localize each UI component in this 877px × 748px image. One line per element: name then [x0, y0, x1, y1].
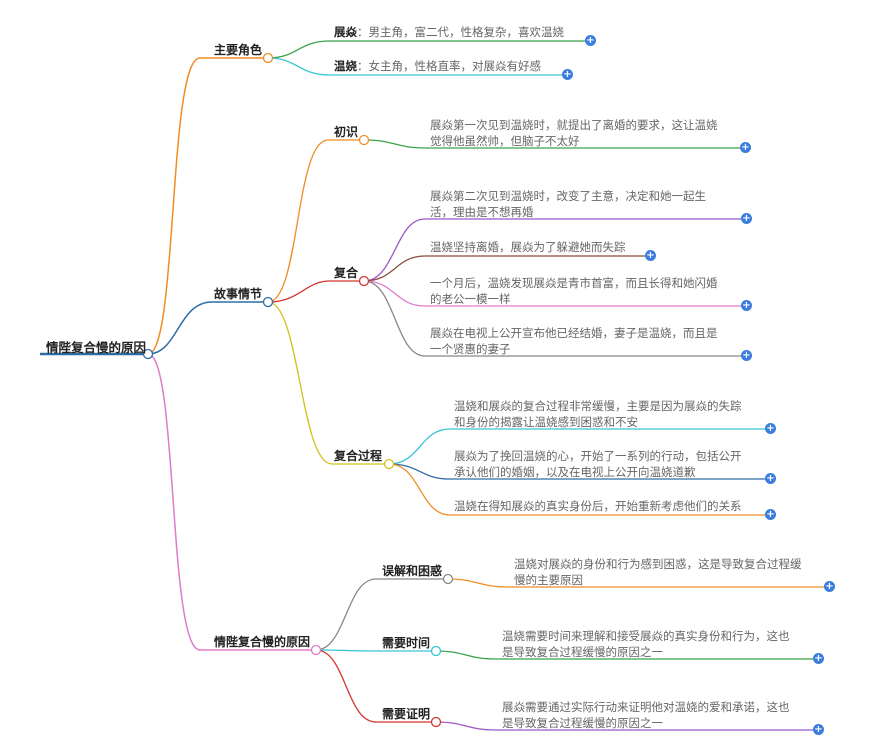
first-meeting-line-2: 觉得他虽然帅，但脑子不太好 [430, 134, 580, 148]
branch-story[interactable]: 故事情节 [214, 287, 263, 301]
reunion-leaf-1-line-2: 活，理由是不想再婚 [430, 205, 534, 219]
expand-plus-icon[interactable]: + [741, 350, 752, 361]
node-dot-process [383, 458, 395, 470]
edge-first-leaf [363, 139, 745, 149]
node-dot-reasons [310, 644, 322, 656]
reunion-leaf-2[interactable]: 温娆坚持离婚，展焱为了躲避她而失踪 [430, 239, 626, 255]
process-leaf-3-line-1: 温娆在得知展焱的真实身份后，开始重新考虑他们的关系 [454, 499, 742, 513]
process-leaf-1[interactable]: 温娆和展焱的复合过程非常缓慢，主要是因为展焱的失踪 和身份的揭露让温娆感到困惑和… [454, 398, 742, 430]
first-meeting-line-1: 展焱第一次见到温娆时，就提出了离婚的要求，这让温娆 [430, 118, 718, 132]
node-dot-reason-3 [430, 716, 442, 728]
branch-reason-confusion[interactable]: 误解和困惑 [382, 564, 443, 578]
node-dot-first [358, 134, 370, 146]
node-dot-roles [262, 52, 274, 64]
reason-proof-line-2: 是导致复合过程缓慢的原因之一 [502, 716, 663, 730]
branch-reason-time[interactable]: 需要时间 [382, 636, 431, 650]
reason-time-line-2: 是导致复合过程缓慢的原因之一 [502, 645, 663, 659]
branch-first-meeting[interactable]: 初识 [334, 125, 359, 139]
edge-reunion-2 [363, 255, 650, 282]
edge-root-roles [147, 57, 268, 355]
edge-reunion-4 [363, 280, 746, 357]
reason-proof-leaf[interactable]: 展焱需要通过实际行动来证明他对温娆的爱和承诺，这也 是导致复合过程缓慢的原因之一 [502, 699, 790, 731]
expand-plus-icon[interactable]: + [813, 724, 824, 735]
role-wenrao[interactable]: 温娆：女主角，性格直率，对展焱有好感 [334, 58, 541, 74]
process-leaf-1-line-2: 和身份的揭露让温娆感到困惑和不安 [454, 415, 638, 429]
reason-time-leaf[interactable]: 温娆需要时间来理解和接受展焱的真实身份和行为，这也 是导致复合过程缓慢的原因之一 [502, 628, 790, 660]
expand-plus-icon[interactable]: + [765, 423, 776, 434]
expand-plus-icon[interactable]: + [765, 473, 776, 484]
edge-story-first [267, 139, 364, 303]
role-zhanyan-sep: ： [357, 25, 369, 39]
edge-reunion-1 [363, 218, 746, 282]
reunion-leaf-4-line-1: 展焱在电视上公开宣布他已经结婚，妻子是温娆，而且是 [430, 326, 718, 340]
process-leaf-2-line-2: 承认他们的婚姻，以及在电视上公开向温娆道歉 [454, 465, 696, 479]
reunion-leaf-4[interactable]: 展焱在电视上公开宣布他已经结婚，妻子是温娆，而且是 一个贤惠的妻子 [430, 325, 718, 357]
edge-reunion-3 [363, 280, 746, 307]
edge-story-reunion [267, 280, 364, 303]
edge-root-reasons [147, 353, 316, 651]
role-wenrao-sep: ： [357, 59, 369, 73]
node-dot-story [262, 296, 274, 308]
reunion-leaf-3-line-1: 一个月后，温娆发现展焱是青市首富，而且长得和她闪婚 [430, 276, 718, 290]
expand-plus-icon[interactable]: + [562, 69, 573, 80]
reunion-leaf-1[interactable]: 展焱第二次见到温娆时，改变了主意，决定和她一起生 活，理由是不想再婚 [430, 188, 706, 220]
reunion-leaf-4-line-2: 一个贤惠的妻子 [430, 342, 511, 356]
expand-plus-icon[interactable]: + [765, 509, 776, 520]
edge-reasons-2 [315, 649, 436, 652]
expand-plus-icon[interactable]: + [645, 250, 656, 261]
node-dot-reason-1 [442, 573, 454, 585]
root-node[interactable]: 情陛复合慢的原因 [46, 340, 147, 355]
expand-plus-icon[interactable]: + [824, 581, 835, 592]
process-leaf-3[interactable]: 温娆在得知展焱的真实身份后，开始重新考虑他们的关系 [454, 498, 742, 514]
edge-reason-3-leaf [435, 721, 818, 731]
branch-reunion[interactable]: 复合 [334, 266, 359, 280]
reunion-leaf-3[interactable]: 一个月后，温娆发现展焱是青市首富，而且长得和她闪婚 的老公一模一样 [430, 275, 718, 307]
node-dot-root [142, 348, 154, 360]
expand-plus-icon[interactable]: + [813, 653, 824, 664]
node-dot-reunion [358, 275, 370, 287]
edge-story-process [267, 301, 389, 465]
edge-roles-zhanyan [267, 40, 590, 59]
edge-reason-2-leaf [435, 650, 818, 660]
role-zhanyan-name: 展焱 [334, 25, 357, 39]
expand-plus-icon[interactable]: + [585, 35, 596, 46]
branch-reunion-process[interactable]: 复合过程 [334, 449, 383, 463]
node-dot-reason-2 [430, 645, 442, 657]
role-wenrao-name: 温娆 [334, 59, 357, 73]
expand-plus-icon[interactable]: + [741, 300, 752, 311]
role-wenrao-desc: 女主角，性格直率，对展焱有好感 [368, 59, 542, 73]
edge-process-1 [388, 428, 770, 465]
role-zhanyan-desc: 男主角，富二代，性格复杂，喜欢温娆 [368, 25, 565, 39]
edge-process-3 [388, 463, 770, 516]
process-leaf-2[interactable]: 展焱为了挽回温娆的心，开始了一系列的行动，包括公开 承认他们的婚姻，以及在电视上… [454, 448, 742, 480]
reunion-leaf-3-line-2: 的老公一模一样 [430, 292, 511, 306]
process-leaf-2-line-1: 展焱为了挽回温娆的心，开始了一系列的行动，包括公开 [454, 449, 742, 463]
reason-confusion-line-1: 温娆对展焱的身份和行为感到困惑，这是导致复合过程缓 [514, 557, 802, 571]
expand-plus-icon[interactable]: + [741, 213, 752, 224]
edge-process-2 [388, 463, 770, 480]
branch-main-roles[interactable]: 主要角色 [214, 43, 263, 57]
process-leaf-1-line-1: 温娆和展焱的复合过程非常缓慢，主要是因为展焱的失踪 [454, 399, 742, 413]
reunion-leaf-1-line-1: 展焱第二次见到温娆时，改变了主意，决定和她一起生 [430, 189, 706, 203]
reason-proof-line-1: 展焱需要通过实际行动来证明他对温娆的爱和承诺，这也 [502, 700, 790, 714]
edge-reasons-3 [315, 649, 436, 723]
reason-time-line-1: 温娆需要时间来理解和接受展焱的真实身份和行为，这也 [502, 629, 790, 643]
expand-plus-icon[interactable]: + [740, 142, 751, 153]
reason-confusion-line-2: 慢的主要原因 [514, 573, 583, 587]
first-meeting-leaf[interactable]: 展焱第一次见到温娆时，就提出了离婚的要求，这让温娆 觉得他虽然帅，但脑子不太好 [430, 117, 718, 149]
reason-confusion-leaf[interactable]: 温娆对展焱的身份和行为感到困惑，这是导致复合过程缓 慢的主要原因 [514, 556, 802, 588]
branch-reasons[interactable]: 情陛复合慢的原因 [214, 635, 311, 649]
edge-root-story [147, 301, 268, 355]
branch-reason-proof[interactable]: 需要证明 [382, 707, 431, 721]
edge-reasons-1 [315, 578, 448, 651]
reunion-leaf-2-line-1: 温娆坚持离婚，展焱为了躲避她而失踪 [430, 240, 626, 254]
role-zhanyan[interactable]: 展焱：男主角，富二代，性格复杂，喜欢温娆 [334, 24, 564, 40]
edge-reason-1-leaf [447, 578, 829, 588]
edge-roles-wenrao [267, 57, 567, 76]
